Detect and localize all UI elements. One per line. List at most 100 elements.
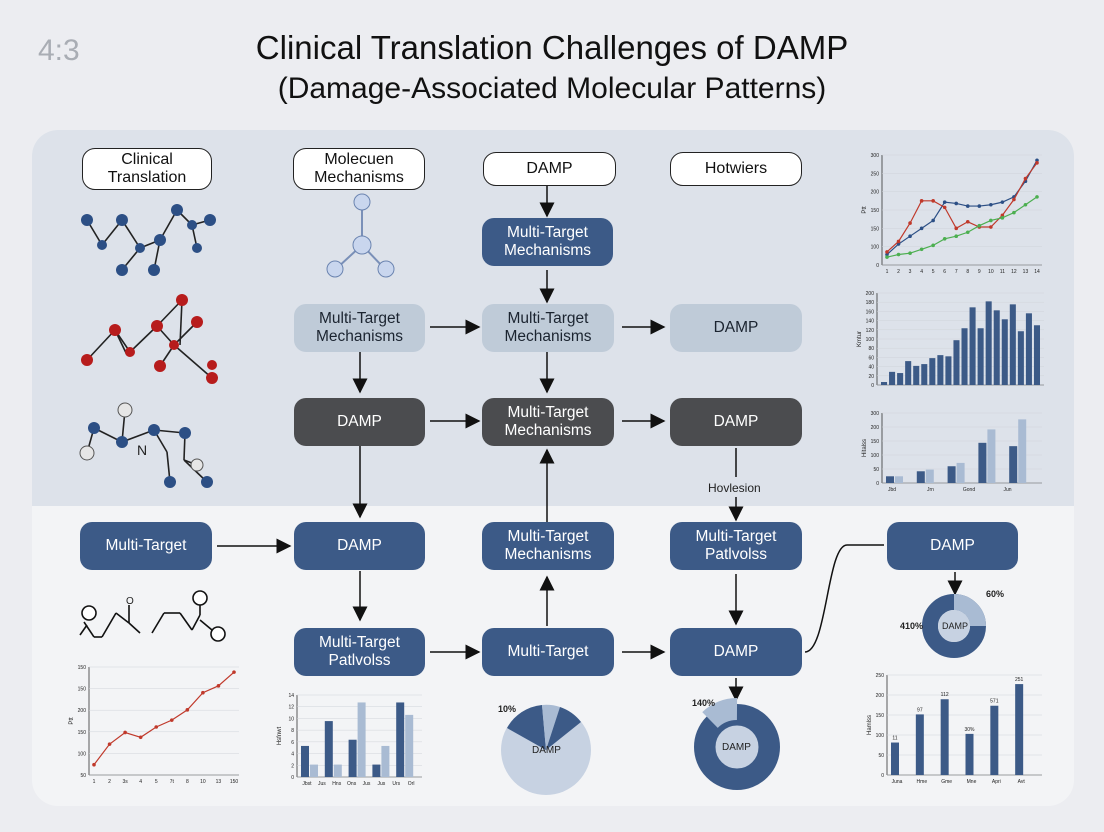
y-tick-label: 50 xyxy=(80,773,86,779)
data-point xyxy=(1000,216,1005,220)
x-tick-label: Jbd xyxy=(888,487,896,493)
y-tick-label: 0 xyxy=(291,775,294,781)
bar xyxy=(913,365,920,385)
y-tick-label: 150 xyxy=(78,730,87,736)
y-tick-label: 300 xyxy=(871,153,880,159)
data-point xyxy=(942,237,947,241)
y-tick-label: 200 xyxy=(871,425,880,431)
oxygen-label: O xyxy=(126,596,134,607)
node-multi-target-mechanisms[interactable]: Multi-Target Mechanisms xyxy=(482,304,614,352)
y-axis-label: Ptt xyxy=(862,206,868,214)
data-label: 571 xyxy=(990,699,999,705)
header-molecular-mechanisms: Molecuen Mechanisms xyxy=(293,148,425,190)
x-tick-label: 2 xyxy=(108,779,111,785)
aspect-ratio-label: 4:3 xyxy=(38,34,80,67)
bar xyxy=(881,382,888,385)
molecule-red-chain xyxy=(81,294,218,384)
y-tick-label: 120 xyxy=(866,328,875,334)
node-multi-target-mechanisms[interactable]: Multi-Target Mechanisms xyxy=(482,522,614,570)
node-damp[interactable]: DAMP xyxy=(294,398,425,446)
header-clinical-translation: Clinical Translation xyxy=(82,148,212,190)
donut-bottom-percent: 140% xyxy=(692,698,716,708)
molecule-mechanism-icon xyxy=(326,193,395,278)
bar xyxy=(977,328,984,385)
y-tick-label: 150 xyxy=(871,208,880,214)
node-multi-target-mechanisms[interactable]: Multi-Target Mechanisms xyxy=(482,218,613,266)
x-tick-label: 4 xyxy=(139,779,142,785)
arrow-connector xyxy=(804,544,884,653)
donut-center-label: DAMP xyxy=(942,621,969,631)
x-tick-label: Jrn xyxy=(927,487,934,493)
node-multi-target[interactable]: Multi-Target xyxy=(482,628,614,676)
x-tick-label: Gond xyxy=(963,487,975,493)
bar xyxy=(929,358,936,385)
node-damp[interactable]: DAMP xyxy=(670,628,802,676)
x-tick-label: 14 xyxy=(1034,269,1040,275)
x-tick-label: Hme xyxy=(917,779,928,785)
y-axis-label: Hitalss xyxy=(862,439,868,457)
bar xyxy=(956,462,965,483)
bar xyxy=(916,471,925,483)
bar xyxy=(1001,319,1008,385)
bar xyxy=(961,328,968,385)
node-multi-target[interactable]: Multi-Target xyxy=(80,522,212,570)
node-damp[interactable]: DAMP xyxy=(670,304,802,352)
x-tick-label: 3s xyxy=(122,779,128,785)
data-point xyxy=(954,201,959,206)
node-multi-target-pathways[interactable]: Multi-Target Patlvolss xyxy=(294,628,425,676)
bar xyxy=(969,307,976,385)
donut-chart-bottom xyxy=(694,698,780,790)
bar xyxy=(886,476,894,483)
bar xyxy=(1009,446,1018,483)
x-tick-label: 12 xyxy=(1011,269,1017,275)
data-point xyxy=(919,226,924,231)
bar xyxy=(1025,313,1032,385)
data-point xyxy=(942,205,947,210)
x-tick-label: Jus xyxy=(377,781,385,787)
data-point xyxy=(977,204,982,208)
node-multi-target-mechanisms[interactable]: Multi-Target Mechanisms xyxy=(482,398,614,446)
y-tick-label: 150 xyxy=(78,687,87,693)
node-damp[interactable]: DAMP xyxy=(670,398,802,446)
y-tick-label: 250 xyxy=(876,673,885,679)
x-tick-label: 5 xyxy=(932,269,935,275)
node-multi-target-pathways[interactable]: Multi-Target Patlvolss xyxy=(670,522,802,570)
series-line xyxy=(886,196,1038,258)
bar xyxy=(993,310,1000,385)
y-tick-label: 10 xyxy=(288,716,294,722)
data-point xyxy=(896,242,901,246)
bar xyxy=(405,714,414,777)
node-multi-target-mechanisms[interactable]: Multi-Target Mechanisms xyxy=(294,304,425,352)
x-tick-label: 4 xyxy=(920,269,923,275)
y-tick-label: 60 xyxy=(868,355,874,361)
y-tick-label: 100 xyxy=(866,337,875,343)
data-point xyxy=(908,221,912,225)
data-label: 11 xyxy=(892,736,897,742)
x-tick-label: Gme xyxy=(941,779,952,785)
node-damp[interactable]: DAMP xyxy=(294,522,425,570)
header-hotwiers: Hotwiers xyxy=(670,152,802,186)
y-tick-label: 100 xyxy=(876,733,885,739)
x-tick-label: 6 xyxy=(943,269,946,275)
y-tick-label: 0 xyxy=(871,383,874,389)
bar xyxy=(372,764,381,777)
donut-percent-a: 60% xyxy=(986,589,1005,599)
y-tick-label: 200 xyxy=(78,708,87,714)
data-point xyxy=(201,690,205,695)
y-axis-label: Hamlss xyxy=(867,715,873,735)
y-tick-label: 200 xyxy=(871,190,880,196)
x-tick-label: 2 xyxy=(897,269,900,275)
x-tick-label: 150 xyxy=(230,779,239,785)
data-label: 97 xyxy=(917,707,923,713)
y-tick-label: 150 xyxy=(871,226,880,232)
data-point xyxy=(107,742,112,746)
node-damp[interactable]: DAMP xyxy=(887,522,1018,570)
data-label: 251 xyxy=(1015,677,1024,683)
data-point xyxy=(965,230,970,235)
y-axis-label: Ptt xyxy=(69,717,75,725)
data-point xyxy=(919,199,924,203)
x-tick-label: 10 xyxy=(200,779,206,785)
data-point xyxy=(1023,176,1028,181)
molecule-blue-chain xyxy=(81,204,216,276)
